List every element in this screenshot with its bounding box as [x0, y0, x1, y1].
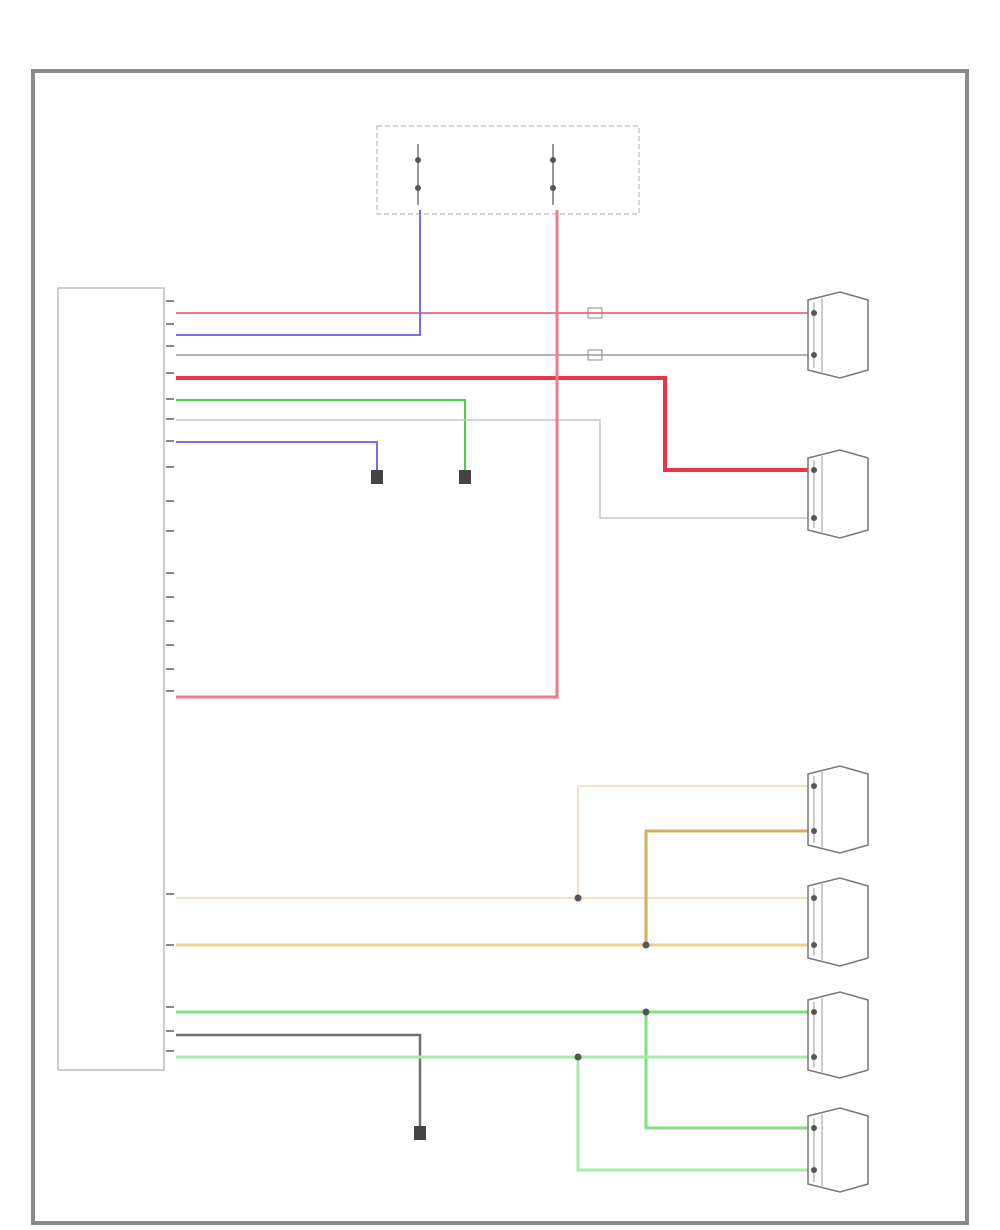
wire-light-gray: [176, 419, 808, 519]
audio-unit-pins: [166, 300, 174, 1052]
speaker-5: [807, 991, 869, 1079]
speaker-2: [807, 449, 869, 539]
fuse-box: [376, 125, 640, 215]
speaker-1: [807, 291, 869, 379]
wire-blue-ground: [176, 441, 378, 476]
wire-green-ground: [176, 399, 466, 476]
audio-unit-box: [57, 287, 165, 1071]
splice-dots: [574, 894, 650, 1061]
wire-olive-branch: [644, 829, 808, 945]
speaker-6: [807, 1107, 869, 1193]
wire-tan-branch: [577, 785, 808, 898]
inline-connectors: [587, 307, 603, 361]
bottom-ground: [414, 1126, 426, 1140]
wire-pink-fuse: [176, 210, 559, 699]
wire-red-speaker: [176, 376, 808, 472]
diagram-frame: [31, 69, 969, 1225]
speaker-3: [807, 765, 869, 854]
fuse-left: [415, 144, 421, 205]
wire-dark-gray-ground: [176, 1033, 422, 1128]
speaker-4: [807, 877, 869, 967]
wire-blue-fuse: [176, 210, 421, 336]
fuse-right: [550, 144, 556, 205]
wire-green-bottom-branch: [644, 1012, 808, 1130]
center-ground: [371, 470, 471, 484]
wire-light-green-branch: [576, 1057, 808, 1172]
